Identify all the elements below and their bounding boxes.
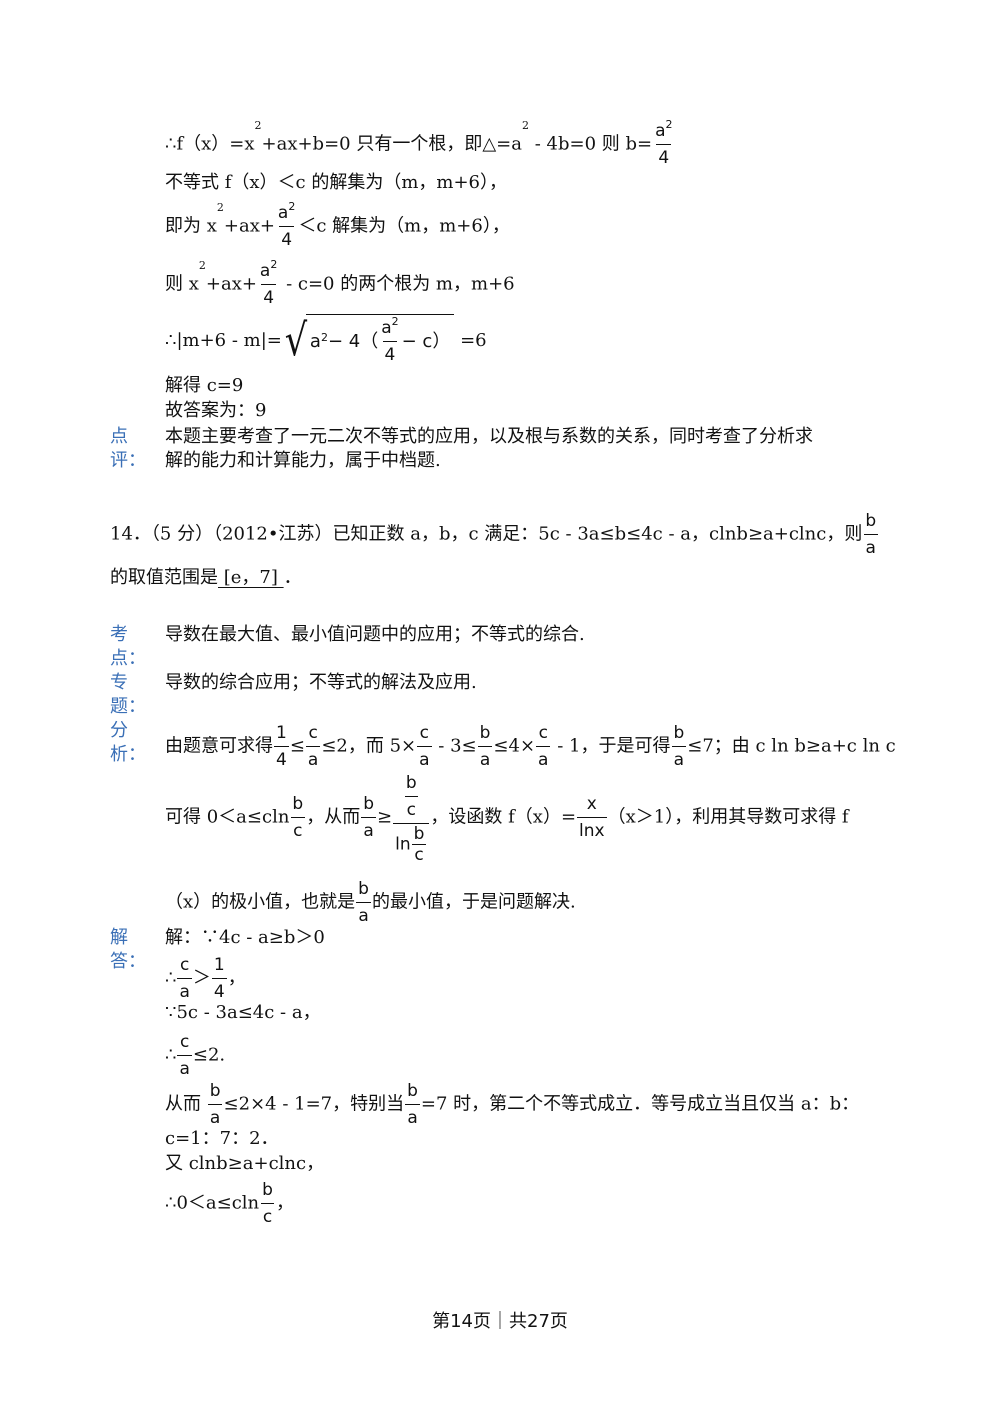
solution-line: ∴f（x）=x2+ax+b=0 只有一个根，即△=a2 - 4b=0 则 b=a…	[165, 118, 676, 171]
section-text: 导数在最大值、最小值问题中的应用；不等式的综合.	[165, 624, 585, 645]
solution-line: 又 clnb≥a+clnc，	[165, 1153, 325, 1174]
comment-text: 本题主要考查了一元二次不等式的应用，以及根与系数的关系，同时考查了分析求	[165, 426, 813, 447]
section-label: 点：	[110, 648, 146, 669]
question-14-stem: 14．（5 分）（2012•江苏）已知正数 a，b，c 满足：5c - 3a≤b…	[110, 508, 879, 561]
section-label: 析：	[110, 744, 146, 765]
comment-label: 点	[110, 426, 128, 447]
solution-line: 故答案为：9	[165, 400, 267, 421]
solution-line: 不等式 f（x）＜c 的解集为（m，m+6），	[165, 172, 508, 193]
section-text: 导数的综合应用；不等式的解法及应用.	[165, 672, 477, 693]
solution-line: ∵5c - 3a≤4c - a，	[165, 1002, 321, 1023]
question-14-stem: 的取值范围是 [e，7] ．	[110, 567, 302, 588]
section-label: 考	[110, 624, 128, 645]
solution-line: 解：∵4c - a≥b＞0	[165, 927, 325, 948]
comment-text: 解的能力和计算能力，属于中档题.	[165, 450, 441, 471]
page-footer: 第14页｜共27页	[432, 1311, 568, 1332]
solution-line: c=1：7：2．	[165, 1128, 279, 1149]
section-label: 题：	[110, 696, 146, 717]
solution-line: 解得 c=9	[165, 375, 244, 396]
section-label: 答：	[110, 951, 146, 972]
section-label: 分	[110, 720, 128, 741]
section-label: 专	[110, 672, 128, 693]
section-label: 解	[110, 927, 128, 948]
answer-blank: [e，7]	[218, 567, 284, 588]
comment-label: 评：	[110, 450, 146, 471]
